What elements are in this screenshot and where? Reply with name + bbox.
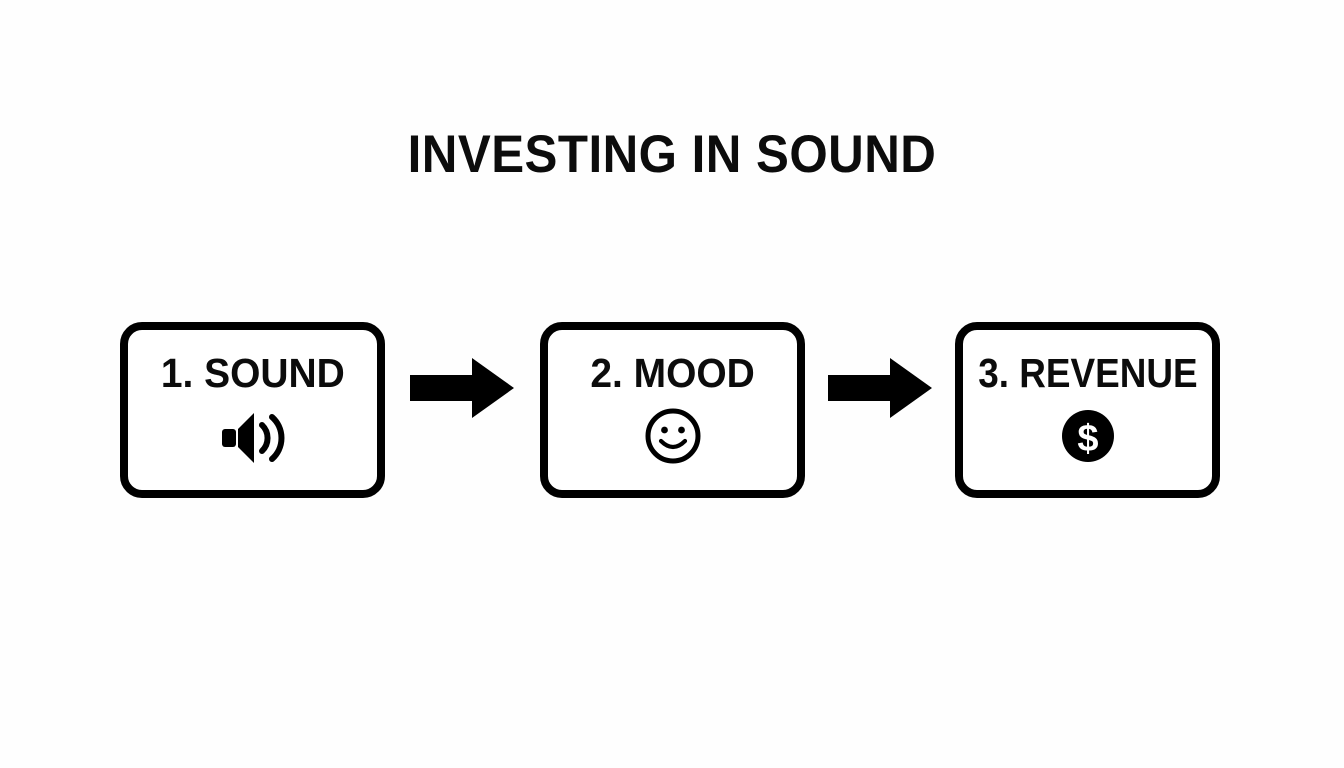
flow-step-sound-label: 1. SOUND bbox=[160, 350, 345, 396]
right-arrow-icon bbox=[410, 358, 514, 418]
flow-step-revenue[interactable]: 3. REVENUE $ bbox=[955, 322, 1220, 498]
smiley-face-icon bbox=[637, 406, 709, 466]
dollar-coin-icon: $ bbox=[1052, 406, 1124, 466]
right-arrow-icon bbox=[828, 358, 932, 418]
flow-step-sound[interactable]: 1. SOUND bbox=[120, 322, 385, 498]
svg-text:$: $ bbox=[1077, 418, 1098, 460]
flow-step-mood[interactable]: 2. MOOD bbox=[540, 322, 805, 498]
flow-step-mood-label: 2. MOOD bbox=[590, 350, 755, 396]
page-title: INVESTING IN SOUND bbox=[407, 125, 937, 184]
flow-diagram: 1. SOUND 2. MOOD bbox=[120, 322, 1220, 498]
flow-step-revenue-label: 3. REVENUE bbox=[977, 350, 1198, 396]
speaker-icon bbox=[217, 408, 289, 468]
